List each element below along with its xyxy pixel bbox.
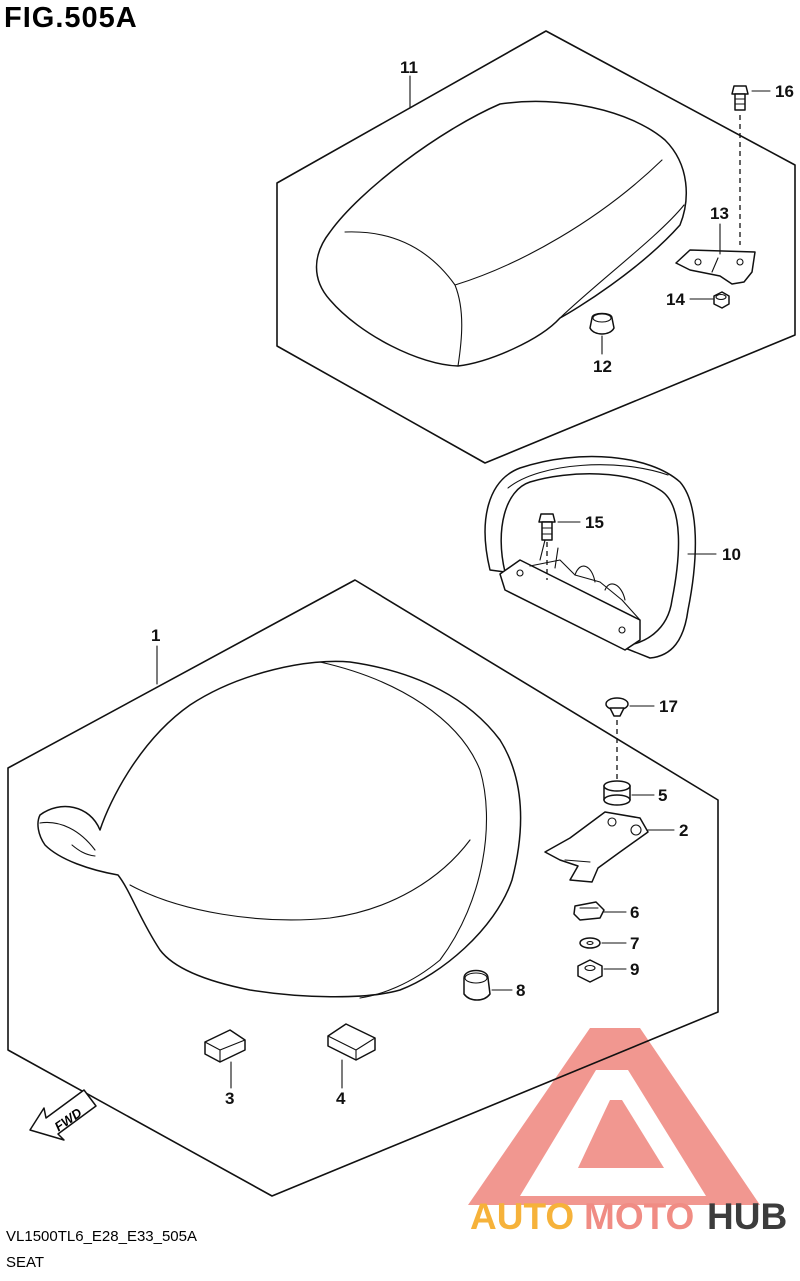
bracket-part-2 (544, 811, 649, 883)
callout-6: 6 (630, 903, 639, 922)
callout-8: 8 (516, 981, 525, 1000)
callout-14: 14 (666, 290, 685, 309)
watermark-hub: HUB (707, 1196, 787, 1237)
callout-2: 2 (679, 821, 688, 840)
cap-nut-part-8 (463, 969, 491, 1001)
watermark-auto: AUTO (470, 1196, 574, 1237)
figure-title: FIG.505A (4, 2, 138, 34)
callout-4: 4 (336, 1089, 346, 1108)
cushion-part-5 (603, 780, 631, 806)
watermark-moto: MOTO (584, 1196, 694, 1237)
group-box-main-seat (7, 579, 719, 1197)
bracket-part-13 (675, 249, 756, 285)
callout-13: 13 (710, 204, 729, 223)
rear-seat-part-11 (315, 100, 687, 367)
pad-part-3 (204, 1029, 246, 1063)
figure-code: VL1500TL6_E28_E33_505A (6, 1228, 198, 1245)
callout-11: 11 (400, 58, 418, 77)
backrest-part-10 (484, 455, 697, 659)
callout-17: 17 (659, 697, 678, 716)
callout-3: 3 (225, 1089, 234, 1108)
cap-part-17 (605, 697, 629, 717)
main-seat-part-1 (37, 660, 522, 999)
pad-part-4 (327, 1023, 376, 1061)
callout-7: 7 (630, 934, 639, 953)
bolt-part-16 (731, 85, 749, 111)
bolt-part-15 (538, 513, 556, 541)
watermark-logo (468, 1028, 760, 1205)
callout-1: 1 (151, 626, 160, 645)
washer-part-7 (579, 937, 601, 949)
nut-part-14 (713, 291, 730, 309)
callout-15: 15 (585, 513, 604, 532)
callout-9: 9 (630, 960, 639, 979)
callout-12: 12 (593, 357, 612, 376)
figure-caption: SEAT (6, 1254, 45, 1271)
nut-part-9 (577, 959, 603, 983)
group-box-rear-seat (276, 30, 796, 464)
grommet-part-12 (589, 312, 615, 335)
callout-5: 5 (658, 786, 667, 805)
callout-10: 10 (722, 545, 741, 564)
clip-part-6 (573, 901, 605, 921)
callout-16: 16 (775, 82, 794, 101)
fwd-arrow: FWD (29, 1089, 97, 1141)
